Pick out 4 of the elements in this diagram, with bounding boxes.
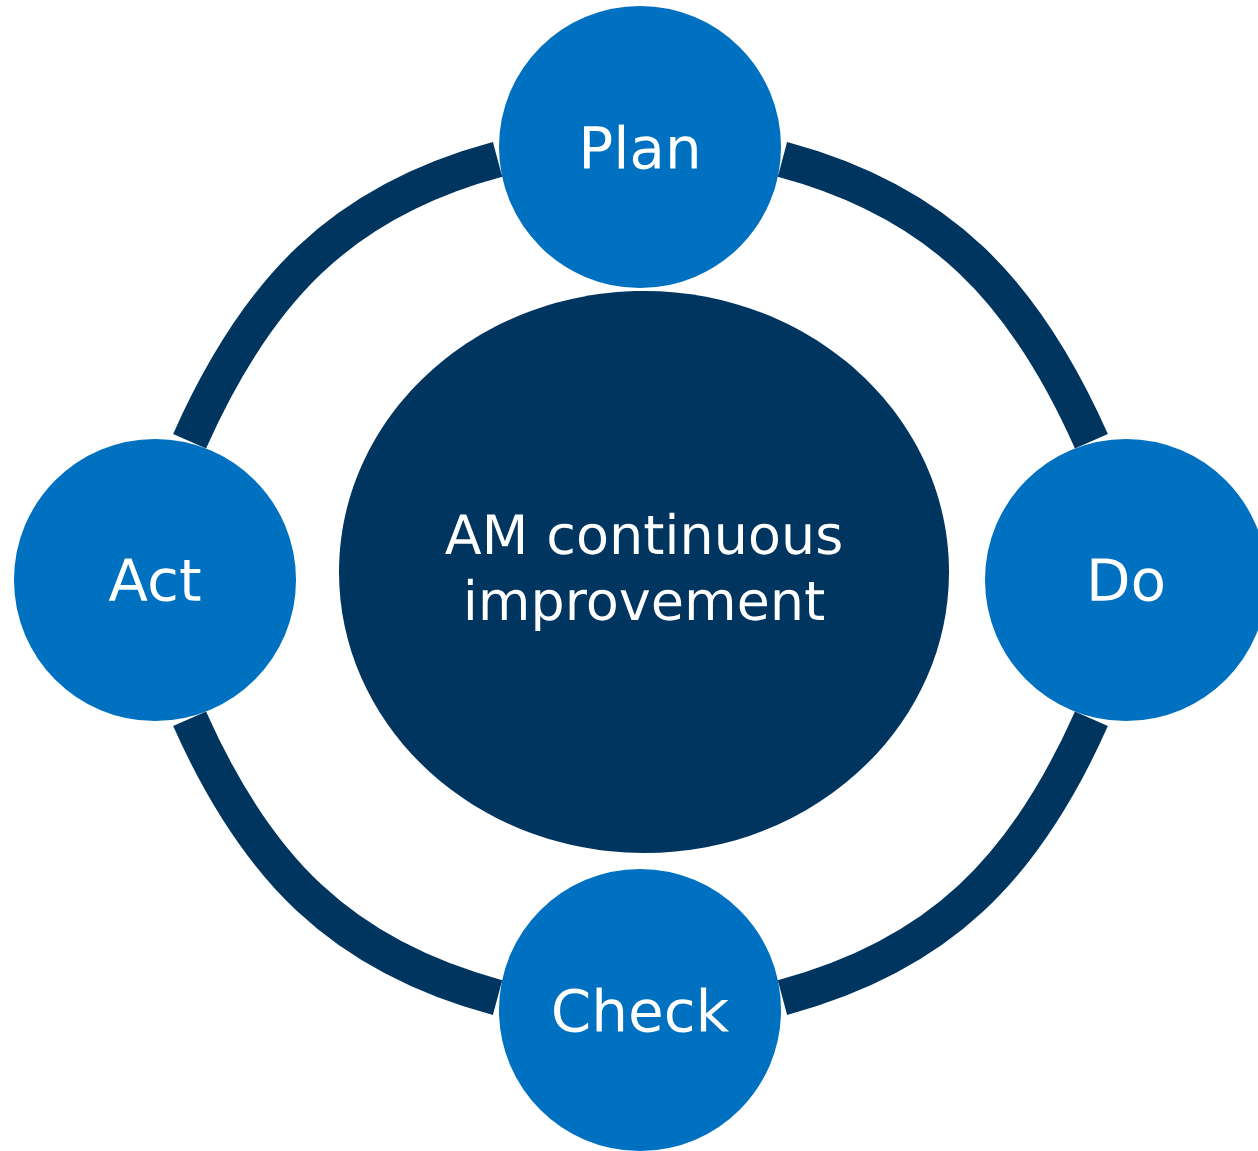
ring-arc <box>777 142 1108 449</box>
ring-arc <box>777 711 1108 1015</box>
ring-arc <box>173 711 503 1015</box>
ring-arc <box>173 142 503 449</box>
